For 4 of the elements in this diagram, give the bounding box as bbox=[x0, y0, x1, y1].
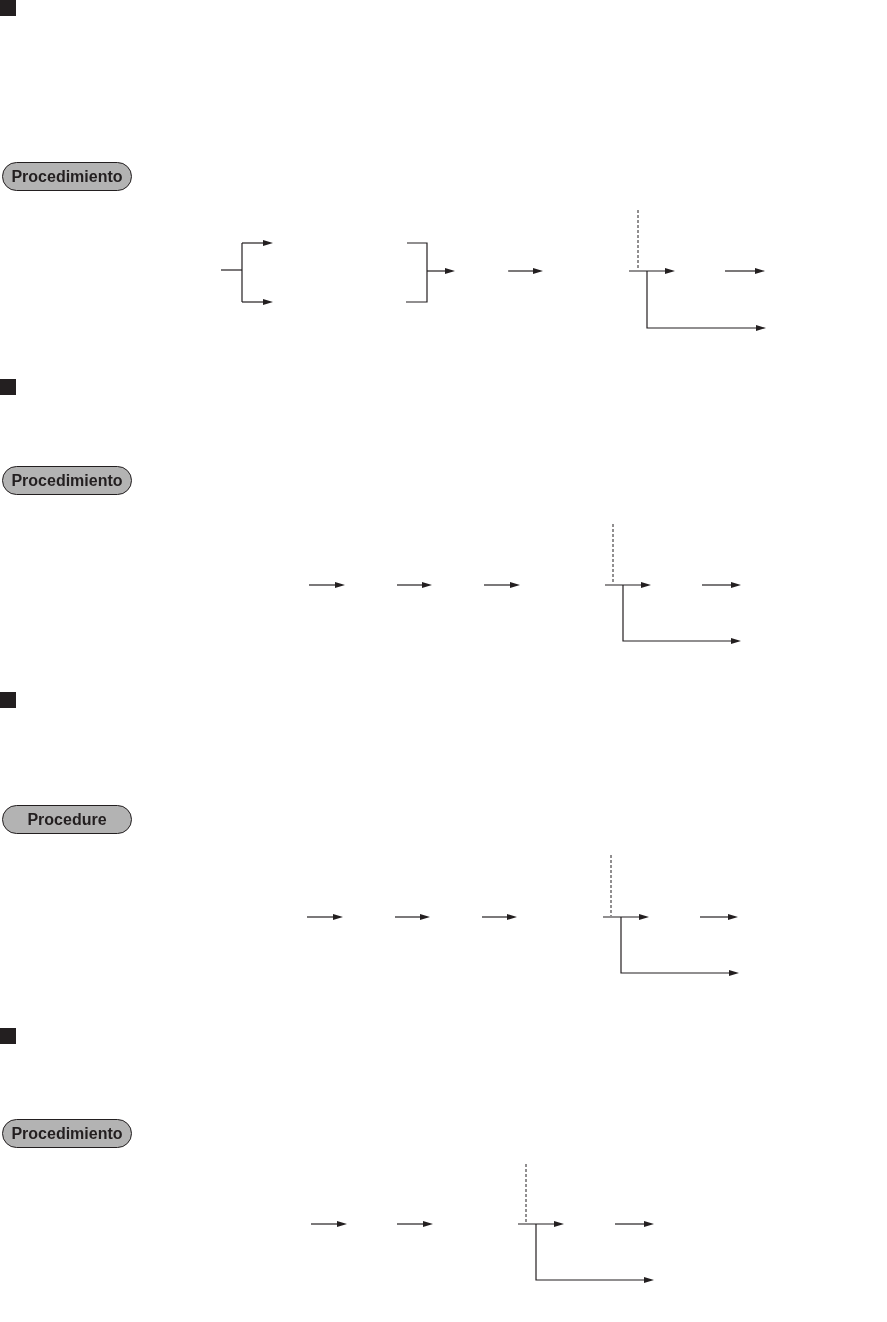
procedure-badge: Procedimiento bbox=[2, 162, 132, 191]
procedure-badge: Procedimiento bbox=[2, 1119, 132, 1148]
procedure-badge: Procedimiento bbox=[2, 466, 132, 495]
procedure-badge: Procedure bbox=[2, 805, 132, 834]
